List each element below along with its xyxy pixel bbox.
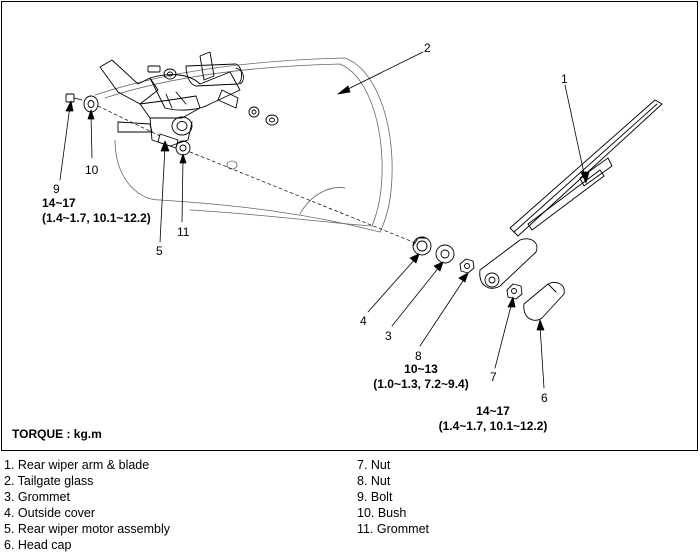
legend-item: 9. Bolt [357,490,393,504]
legend-item: 2. Tailgate glass [4,474,94,488]
torque-nut-7: 14~17 (1.4~1.7, 10.1~12.2) [428,404,558,434]
bolt-part [65,93,83,103]
parts-legend-right: 7. Nut 8. Nut 9. Bolt 10. Bush 11. Gromm… [357,457,429,537]
motor-mount-bolt [147,65,177,80]
torque-nut-8-value: 10~13 [404,362,438,376]
grommet-part [435,244,455,264]
outside-cover-part [412,236,432,256]
callout-6: 6 [541,391,548,405]
callout-9: 9 [53,182,60,196]
callout-2: 2 [424,41,431,55]
torque-bolt-9-value: 14~17 [42,196,76,210]
diagram-frame [1,1,698,451]
legend-item: 4. Outside cover [4,506,96,520]
legend-item: 7. Nut [357,458,391,472]
callout-4: 4 [360,314,367,328]
callout-8: 8 [415,349,422,363]
callout-3: 3 [385,329,392,343]
legend-item: 11. Grommet [357,522,430,536]
leader-lines [59,51,590,389]
grommet-motor-part [175,140,191,156]
legend-item: 10. Bush [357,506,407,520]
rear-wiper-motor-assembly [99,51,244,149]
callout-10: 10 [85,163,99,177]
legend-item: 3. Grommet [4,490,70,504]
torque-bolt-9: 14~17 (1.4~1.7, 10.1~12.2) [42,196,151,226]
torque-nut-7-value: 14~17 [476,404,510,418]
callout-5: 5 [156,244,163,258]
callout-1: 1 [561,72,568,86]
torque-nut-7-conversion: (1.4~1.7, 10.1~12.2) [438,419,548,433]
legend-item: 8. Nut [357,474,391,488]
motor-mount-nuts [248,106,279,126]
legend-item: 6. Head cap [4,538,72,552]
torque-bolt-9-conversion: (1.4~1.7, 10.1~12.2) [42,211,151,225]
nut-7-part [506,283,523,300]
torque-unit-title: TORQUE : kg.m [12,427,102,441]
parts-legend-left: 1. Rear wiper arm & blade 2. Tailgate gl… [4,457,170,553]
torque-nut-8-conversion: (1.0~1.3, 7.2~9.4) [373,377,469,391]
callout-11: 11 [177,225,190,239]
nut-8-part [459,258,475,274]
wiper-arm-and-blade [479,99,663,289]
legend-item: 1. Rear wiper arm & blade [4,458,150,472]
head-cap-part [523,282,565,321]
legend-item: 5. Rear wiper motor assembly [4,522,171,536]
callout-7: 7 [490,370,497,384]
torque-nut-8: 10~13 (1.0~1.3, 7.2~9.4) [356,362,486,392]
assembly-axis [97,105,419,245]
